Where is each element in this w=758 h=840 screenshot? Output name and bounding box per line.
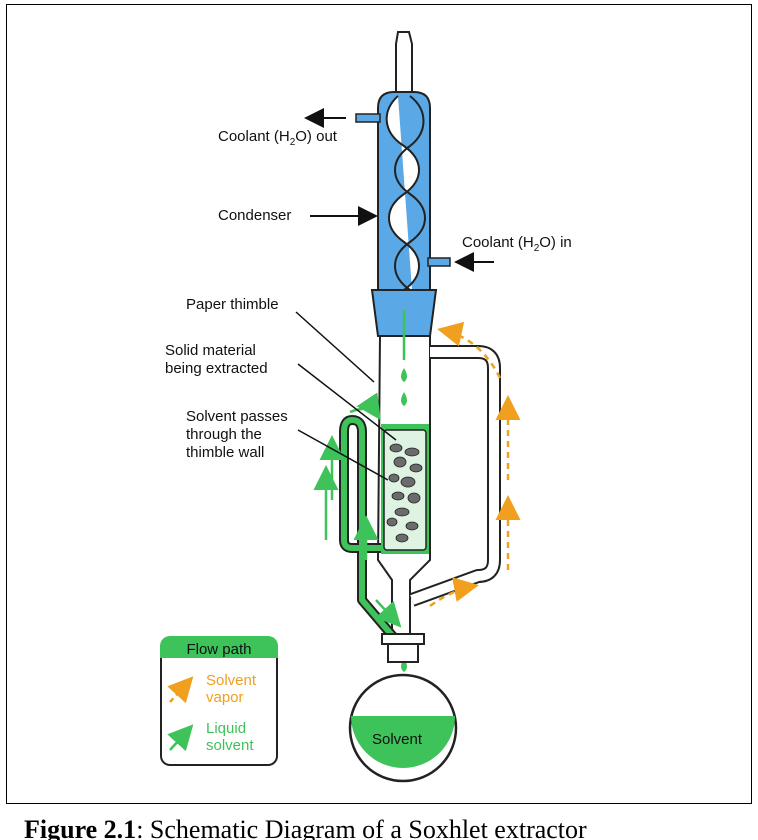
coolant-in-label: Coolant (H2O) in — [462, 234, 572, 254]
condenser-body — [377, 91, 431, 291]
liquid-legend-arrow — [167, 724, 194, 752]
solid-material — [386, 443, 423, 543]
vapor-flow-arrow — [437, 321, 502, 379]
coolant-in-arm — [427, 257, 451, 267]
flask-solvent-label: Solvent — [372, 731, 423, 748]
flask-solvent — [351, 716, 455, 768]
solvent-passes-label: Solvent passes through the thimble wall — [186, 408, 288, 461]
coolant-out-label: Coolant (H2O) out — [218, 128, 337, 148]
coolant-out-arm — [355, 113, 381, 123]
figure-caption: Figure 2.1: Schematic Diagram of a Soxhl… — [24, 815, 587, 840]
solid-material-label: Solid material being extracted — [165, 342, 268, 377]
vapor-legend-arrow — [167, 676, 194, 704]
soxhlet-diagram — [295, 31, 521, 783]
legend-liquid-label: Liquid solvent — [206, 720, 254, 754]
legend: Solvent vapor Liquid solvent — [160, 658, 278, 766]
condenser-label: Condenser — [218, 207, 292, 224]
liquid-flow-arrow — [349, 392, 381, 421]
legend-icons — [167, 676, 194, 752]
liquid-flow-arrow — [375, 599, 402, 628]
paper-thimble-label: Paper thimble — [186, 296, 279, 313]
vapor-flow-arrow — [429, 577, 479, 608]
top-tube — [395, 31, 413, 97]
legend-vapor-label: Solvent vapor — [206, 672, 257, 706]
